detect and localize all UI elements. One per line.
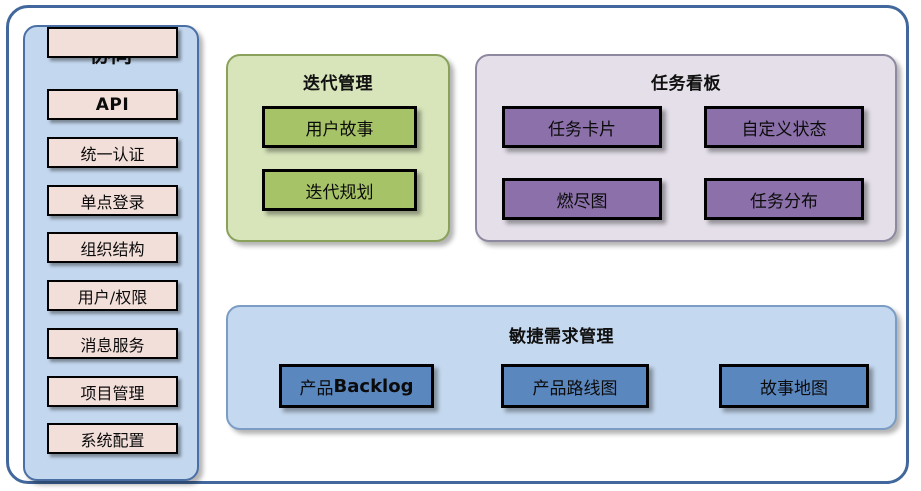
sidebar-item-unified-auth[interactable]: 统一认证: [47, 137, 178, 168]
agile-item-story-map[interactable]: 故事地图: [719, 364, 869, 408]
sidebar-item-org-structure[interactable]: 组织结构: [47, 232, 178, 263]
agile-item-product-roadmap[interactable]: 产品路线图: [501, 364, 649, 408]
sidebar-item-project-mgmt[interactable]: 项目管理: [47, 376, 178, 407]
taskboard-item-task-distribution[interactable]: 任务分布: [704, 178, 864, 220]
taskboard-item-burndown-chart[interactable]: 燃尽图: [502, 178, 662, 220]
sidebar-item-sso[interactable]: 单点登录: [47, 185, 178, 216]
agile-item-product-backlog-cn: 产品: [299, 378, 334, 399]
task-board-panel: 任务看板 任务卡片 自定义状态 燃尽图 任务分布: [475, 54, 897, 242]
sidebar-item-sso-placeholder: [47, 27, 178, 58]
taskboard-item-task-card[interactable]: 任务卡片: [502, 106, 662, 148]
sidebar-item-system-config[interactable]: 系统配置: [47, 423, 178, 454]
agile-item-story-map-cn: 故事地图: [760, 378, 828, 399]
agile-panel-title: 敏捷需求管理: [509, 327, 614, 347]
agile-item-product-roadmap-cn: 产品路线图: [532, 378, 618, 399]
sidebar-panel-collaboration: 协同 API 统一认证 单点登录 组织结构 用户/权限 消息服务 项目管理 系统…: [23, 25, 199, 481]
iteration-panel-title: 迭代管理: [303, 74, 373, 94]
diagram-outer-frame: 协同 API 统一认证 单点登录 组织结构 用户/权限 消息服务 项目管理 系统…: [6, 5, 909, 484]
iteration-item-user-story[interactable]: 用户故事: [262, 106, 417, 148]
iteration-item-iteration-plan[interactable]: 迭代规划: [262, 169, 417, 211]
sidebar-item-user-permission[interactable]: 用户/权限: [47, 280, 178, 311]
iteration-management-panel: 迭代管理 用户故事 迭代规划: [226, 54, 450, 242]
sidebar-item-message-service[interactable]: 消息服务: [47, 328, 178, 359]
taskboard-panel-title: 任务看板: [651, 74, 721, 94]
agile-item-product-backlog-latin: Backlog: [333, 375, 414, 397]
sidebar-item-api[interactable]: API: [47, 89, 178, 120]
taskboard-item-custom-status[interactable]: 自定义状态: [704, 106, 864, 148]
